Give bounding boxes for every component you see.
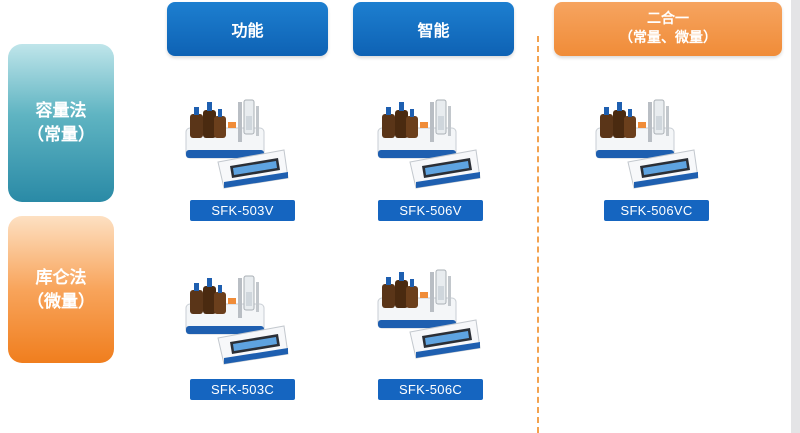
method-volumetric-sub: （常量）: [27, 125, 95, 145]
device-image-sfk-503c: [180, 268, 290, 368]
column-divider: [537, 36, 539, 433]
method-volumetric: 容量法 （常量）: [8, 44, 114, 202]
model-name: SFK-506C: [398, 382, 463, 397]
model-name: SFK-503V: [211, 203, 274, 218]
header-combo-subtitle: （常量、微量）: [619, 30, 717, 46]
method-coulometric-name: 库仑法: [35, 267, 87, 288]
model-name: SFK-503C: [210, 382, 275, 397]
model-name: SFK-506VC: [620, 203, 693, 218]
model-label-sfk-503c[interactable]: SFK-503C: [190, 379, 295, 400]
model-name: SFK-506V: [399, 203, 462, 218]
window-edge: [791, 0, 800, 433]
header-function: 功能: [167, 2, 328, 56]
header-function-label: 功能: [231, 21, 264, 40]
header-smart: 智能: [353, 2, 514, 56]
model-label-sfk-506vc[interactable]: SFK-506VC: [604, 200, 709, 221]
device-image-sfk-503v: [180, 92, 290, 192]
device-image-sfk-506vc: [590, 92, 700, 192]
header-smart-label: 智能: [417, 21, 450, 40]
device-image-sfk-506c: [372, 262, 482, 362]
method-coulometric: 库仑法 （微量）: [8, 216, 114, 363]
header-combo-title: 二合一: [647, 11, 689, 27]
model-label-sfk-506v[interactable]: SFK-506V: [378, 200, 483, 221]
method-coulometric-sub: （微量）: [27, 291, 95, 312]
device-image-sfk-506v: [372, 92, 482, 192]
model-label-sfk-506c[interactable]: SFK-506C: [378, 379, 483, 400]
model-label-sfk-503v[interactable]: SFK-503V: [190, 200, 295, 221]
header-combo: 二合一 （常量、微量）: [554, 2, 782, 56]
method-volumetric-name: 容量法: [35, 101, 87, 121]
